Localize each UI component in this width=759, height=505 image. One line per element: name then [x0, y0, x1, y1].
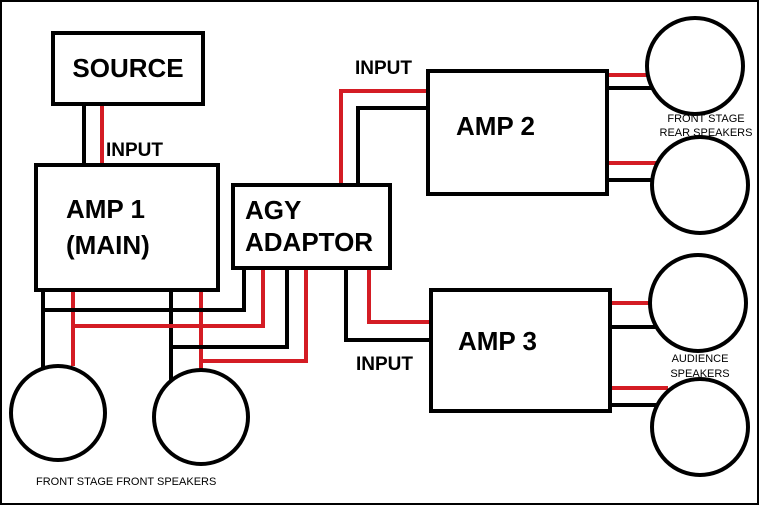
adaptor-label-line1: AGY [245, 195, 301, 225]
speaker-audience-bottom [650, 377, 750, 477]
wire-adaptor-amp3-red [367, 268, 431, 324]
amp1-label-line2: (MAIN) [66, 230, 150, 260]
audience-speakers-label-line2: SPEAKERS [670, 368, 729, 380]
source-label: SOURCE [72, 53, 183, 83]
amp3-input-label: INPUT [356, 354, 413, 375]
adaptor-label-line2: ADAPTOR [245, 227, 373, 257]
speaker-front-left [9, 364, 107, 462]
amp1-box [34, 163, 220, 292]
amp2-input-label: INPUT [355, 58, 412, 79]
amp1-input-label: INPUT [106, 140, 163, 161]
front-front-speakers-label: FRONT STAGE FRONT SPEAKERS [36, 476, 216, 488]
wire-adaptor-amp2-red [339, 89, 428, 185]
speaker-front-right [152, 368, 250, 466]
amp2-label: AMP 2 [456, 111, 535, 141]
front-rear-speakers-label-line2: REAR SPEAKERS [660, 127, 753, 139]
speaker-audience-top [648, 253, 748, 353]
speaker-rear-bottom [650, 135, 750, 235]
adaptor-box [231, 183, 392, 270]
wire-adaptor-amp2-black [356, 106, 428, 185]
wire-adaptor-amp3-black [344, 268, 431, 342]
amp3-label: AMP 3 [458, 326, 537, 356]
source-box [51, 31, 205, 106]
amp2-box [426, 69, 609, 196]
speaker-rear-top [645, 16, 745, 116]
wire-adaptor-left-black [43, 268, 246, 312]
wire-adaptor-right-black [171, 268, 289, 349]
wire-adaptor-right-red [201, 268, 308, 363]
wires [41, 73, 668, 407]
amp1-label-line1: AMP 1 [66, 194, 145, 224]
amp3-box [429, 288, 612, 413]
audience-speakers-label-line1: AUDIENCE [672, 353, 729, 365]
front-rear-speakers-label-line1: FRONT STAGE [667, 113, 744, 125]
wire-adaptor-left-red [73, 268, 265, 328]
